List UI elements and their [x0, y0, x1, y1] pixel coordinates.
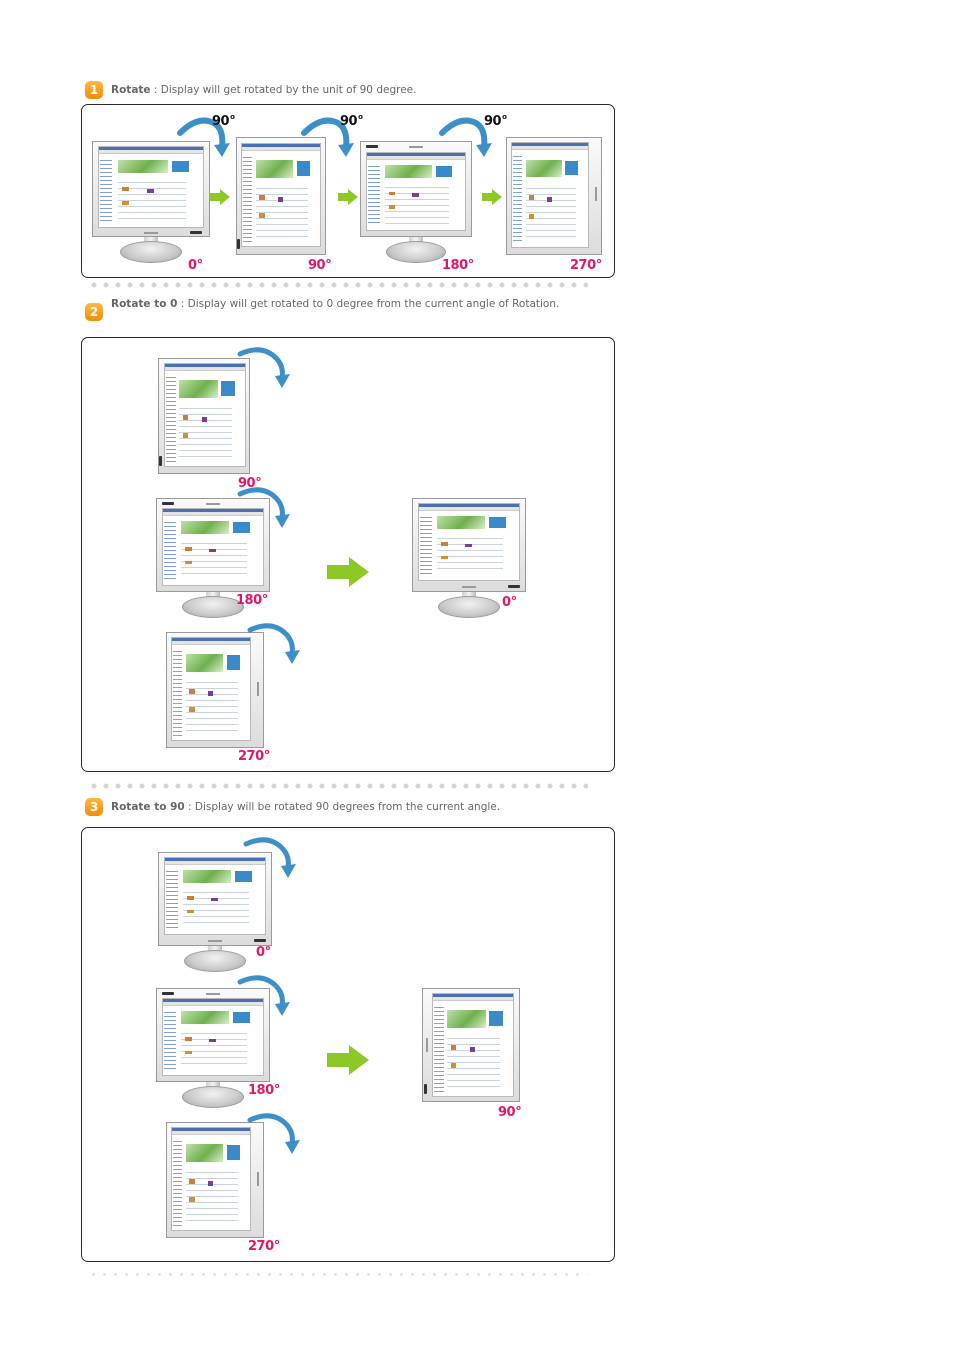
step-1-description: Display will get rotated by the unit of …	[160, 84, 417, 96]
step-2-text: Rotate to 0 : Display will get rotated t…	[111, 297, 605, 312]
dotted-separator	[88, 783, 588, 789]
right-arrow-icon	[210, 189, 230, 205]
angle-label: 270o	[570, 257, 601, 273]
step-3-text: Rotate to 90 : Display will be rotated 9…	[111, 800, 605, 815]
rotate-arrow-icon	[247, 623, 300, 664]
step-2-title: Rotate to 0	[111, 298, 178, 310]
rotate-arrow-icon	[247, 1113, 300, 1154]
monitor-screen	[164, 363, 246, 467]
monitor-270	[166, 1122, 264, 1242]
turn-label: 90o	[212, 113, 235, 129]
monitor-90	[236, 137, 326, 259]
monitor-180	[156, 498, 270, 622]
step-1-text: Rotate : Display will get rotated by the…	[111, 83, 605, 98]
step-1-separator: :	[150, 84, 161, 96]
monitor-270	[166, 632, 264, 752]
turn-label: 90o	[484, 113, 507, 129]
rotate-arrow-icon	[177, 117, 230, 157]
monitor-180	[156, 988, 270, 1112]
right-arrow-icon	[482, 189, 502, 205]
monitor-screen	[418, 503, 520, 581]
step-1-title: Rotate	[111, 84, 151, 96]
monitor-screen	[511, 142, 589, 248]
monitor-screen	[171, 637, 251, 741]
rotate-panel: 90o 90o 90o 0o 90o 180o 270o	[81, 104, 615, 278]
monitor-result-0	[412, 498, 526, 620]
angle-label: 90o	[498, 1104, 521, 1120]
monitor-270	[506, 137, 602, 259]
step-3-separator: :	[184, 801, 195, 813]
rotate-arrow-icon	[237, 487, 290, 528]
monitor-90	[158, 358, 250, 478]
angle-label: 270o	[238, 748, 269, 764]
step-number-icon: 1	[85, 81, 103, 99]
monitor-screen	[171, 1127, 251, 1231]
monitor-0	[158, 852, 272, 974]
angle-label: 180o	[442, 257, 473, 273]
angle-label: 90o	[238, 475, 261, 491]
angle-label: 0o	[188, 257, 202, 273]
angle-label: 180o	[248, 1082, 279, 1098]
angle-label: 0o	[502, 594, 516, 610]
monitor-screen	[162, 508, 264, 586]
step-3-title: Rotate to 90	[111, 801, 185, 813]
right-arrow-icon	[327, 557, 369, 587]
angle-label: 270o	[248, 1238, 279, 1254]
angle-label: 0o	[256, 944, 270, 960]
turn-label: 90o	[340, 113, 363, 129]
angle-label: 90o	[308, 257, 331, 273]
dotted-separator	[88, 282, 588, 288]
monitor-screen	[164, 857, 266, 935]
rotate-to-0-panel: 90o 180o 270o 0o	[81, 337, 615, 772]
monitor-screen	[366, 152, 466, 231]
rotate-arrow-icon	[243, 837, 296, 878]
rotate-arrow-icon	[237, 347, 290, 388]
monitor-screen	[241, 143, 321, 247]
monitor-180	[360, 141, 472, 267]
step-2-separator: :	[177, 298, 188, 310]
monitor-result-90	[422, 988, 520, 1108]
monitor-screen	[432, 993, 514, 1097]
monitor-0	[92, 141, 210, 267]
step-2-description: Display will get rotated to 0 degree fro…	[187, 298, 560, 310]
dotted-separator	[88, 1273, 588, 1276]
rotate-arrow-icon	[301, 117, 354, 157]
angle-label: 180o	[236, 592, 267, 608]
right-arrow-icon	[338, 189, 358, 205]
right-arrow-icon	[327, 1045, 369, 1075]
step-3-description: Display will be rotated 90 degrees from …	[194, 801, 501, 813]
rotate-arrow-icon	[237, 975, 290, 1016]
monitor-screen	[98, 146, 204, 228]
step-number-icon: 3	[85, 798, 103, 816]
rotate-to-90-panel: 0o 180o 270o 90o	[81, 827, 615, 1262]
step-number-icon: 2	[85, 303, 103, 321]
rotate-arrow-icon	[439, 117, 492, 157]
monitor-screen	[162, 998, 264, 1076]
